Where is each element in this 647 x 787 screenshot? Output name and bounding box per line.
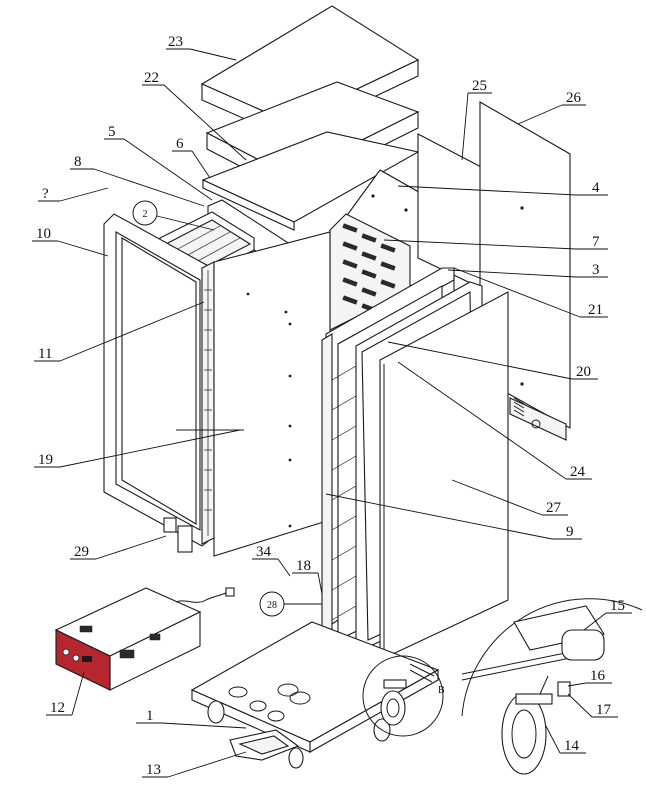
callout-10: 10 (32, 226, 109, 257)
callout-18: 18 (292, 558, 323, 595)
callout-9: 9 (325, 493, 582, 540)
svg-text:13: 13 (146, 762, 161, 778)
callout-21: 21 (453, 267, 608, 318)
callout-question: ? (38, 186, 109, 202)
hinge-strip-11 (201, 261, 215, 545)
svg-text:6: 6 (176, 136, 184, 152)
callout-23: 23 (166, 34, 237, 61)
svg-text:14: 14 (564, 738, 580, 754)
callout-15: 15 (583, 598, 632, 631)
callout-17: 17 (567, 693, 618, 718)
fan-plate-7 (329, 213, 411, 331)
svg-text:?: ? (42, 186, 49, 202)
feet-29 (163, 517, 193, 553)
outer-door-27 (379, 291, 509, 661)
pedal-13 (229, 729, 300, 761)
svg-text:20: 20 (576, 364, 591, 380)
callout-12: 12 (46, 671, 85, 716)
callout-22: 22 (142, 70, 247, 161)
callout-29: 29 (70, 535, 167, 560)
svg-text:24: 24 (570, 464, 586, 480)
svg-text:18: 18 (296, 558, 311, 574)
svg-text:4: 4 (592, 180, 600, 196)
callout-20: 20 (387, 341, 598, 380)
callout-circle-2: 2 (132, 200, 215, 231)
svg-text:10: 10 (36, 226, 51, 242)
svg-text:2: 2 (143, 209, 148, 220)
callout-6: 6 (172, 136, 211, 179)
callout-13: 13 (142, 751, 247, 778)
svg-text:26: 26 (566, 90, 582, 106)
svg-text:29: 29 (74, 544, 89, 560)
svg-text:27: 27 (546, 500, 562, 516)
callout-34: 34 (252, 544, 291, 577)
svg-text:23: 23 (168, 34, 183, 50)
svg-text:22: 22 (144, 70, 159, 86)
svg-text:3: 3 (592, 262, 600, 278)
callout-3: 3 (447, 262, 608, 278)
callout-14: 14 (545, 725, 586, 754)
svg-text:21: 21 (588, 302, 603, 318)
svg-text:5: 5 (108, 124, 116, 140)
callout-16: 16 (567, 668, 612, 687)
detail-circle-large (461, 598, 643, 775)
callout-4: 4 (397, 180, 608, 196)
rear-vent (513, 397, 525, 417)
svg-text:9: 9 (566, 524, 574, 540)
svg-text:15: 15 (610, 598, 625, 614)
svg-text:34: 34 (256, 544, 272, 560)
callout-1: 1 (136, 708, 247, 729)
callout-11: 11 (34, 301, 205, 362)
svg-text:25: 25 (472, 78, 487, 94)
svg-text:17: 17 (596, 702, 612, 718)
vent-slots (342, 223, 396, 313)
callout-25: 25 (461, 78, 492, 161)
svg-text:8: 8 (74, 154, 82, 170)
callout-5: 5 (104, 124, 213, 201)
svg-text:1: 1 (146, 708, 154, 724)
svg-text:16: 16 (590, 668, 606, 684)
svg-text:19: 19 (38, 452, 53, 468)
svg-text:7: 7 (592, 234, 600, 250)
svg-text:12: 12 (50, 700, 65, 716)
detail-b-circle: B (362, 655, 445, 737)
callout-24: 24 (397, 361, 592, 480)
callout-7: 7 (383, 234, 608, 250)
callout-27: 27 (451, 479, 568, 516)
detail-b-label: B (438, 685, 445, 696)
left-door-10 (103, 213, 213, 547)
svg-text:28: 28 (267, 600, 277, 611)
svg-text:11: 11 (38, 346, 52, 362)
callout-8: 8 (70, 154, 205, 207)
control-box-12 (54, 587, 235, 691)
wheels (207, 700, 391, 769)
callout-26: 26 (517, 90, 586, 125)
callout-19: 19 (34, 429, 241, 468)
callout-circle-28: 28 (259, 591, 322, 617)
